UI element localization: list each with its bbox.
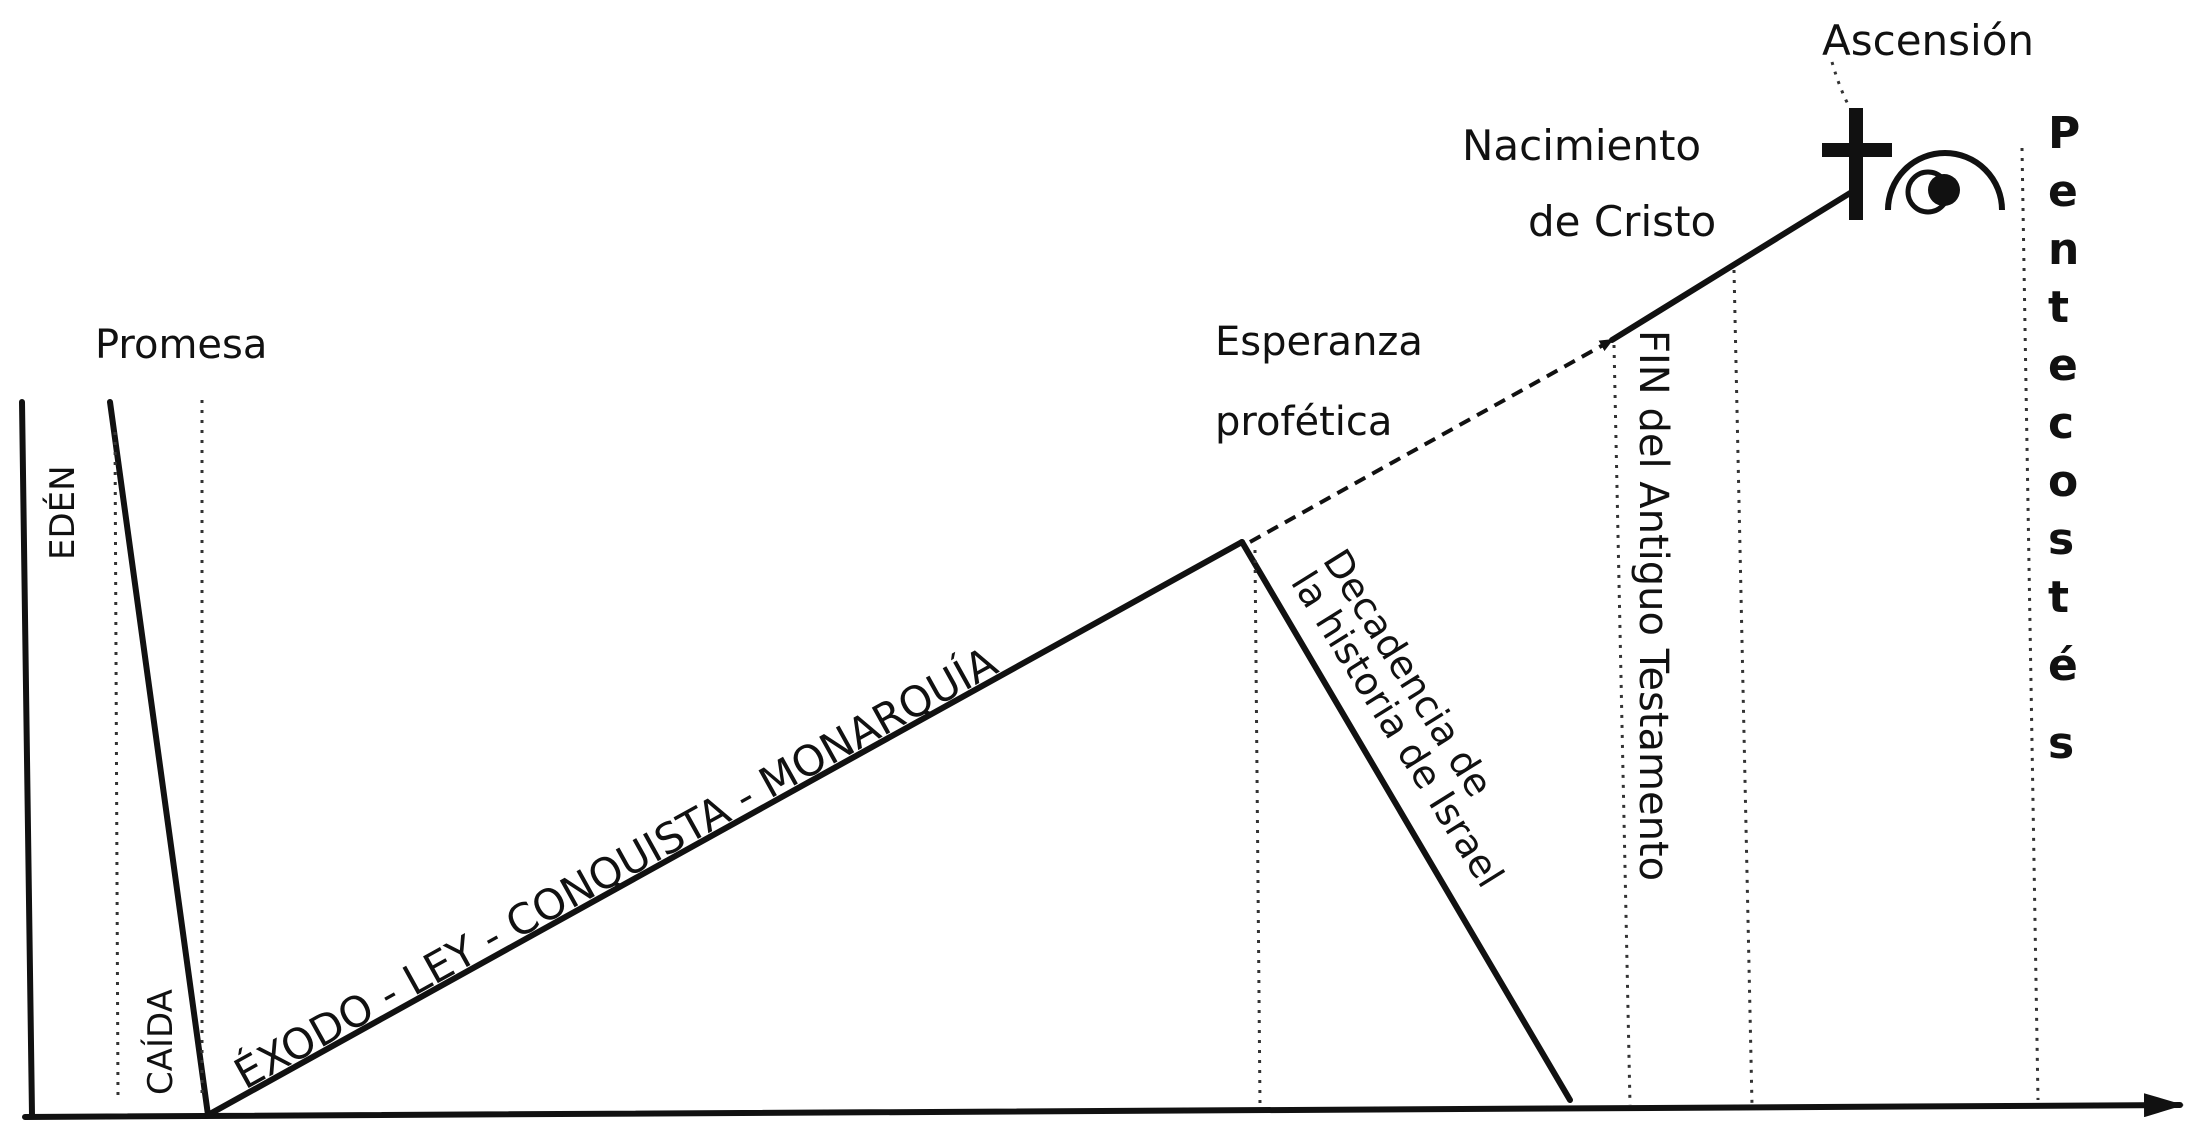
pentecostes-dotted-line xyxy=(2020,147,2040,1101)
pentecostes-label: P e n t e c o s t é s xyxy=(2048,108,2080,769)
eden-dotted-line xyxy=(113,431,120,1101)
pentecostes-letter: s xyxy=(2048,514,2074,565)
decline-start-dotted-line xyxy=(1253,549,1262,1106)
pentecostes-letter: e xyxy=(2048,166,2078,217)
pentecostes-letter: P xyxy=(2048,108,2080,159)
time-axis xyxy=(22,1093,2184,1120)
pentecostes-letter: o xyxy=(2048,456,2078,507)
decline-line xyxy=(1239,539,1573,1103)
esperanza-label-line1: Esperanza xyxy=(1215,319,1423,365)
pentecostes-letter: é xyxy=(2048,640,2078,691)
pentecostes-letter: s xyxy=(2048,718,2074,769)
ascension-dotted-connector xyxy=(1830,61,1852,109)
fall-line xyxy=(107,399,211,1118)
esperanza-label-line2: profética xyxy=(1215,399,1392,445)
caida-label: CAÍDA xyxy=(140,989,181,1095)
pentecostes-letter: t xyxy=(2048,572,2069,623)
pentecostes-letter: c xyxy=(2048,398,2074,449)
ascension-label: Ascensión xyxy=(1822,16,2034,65)
eden-label: EDÉN xyxy=(42,465,83,560)
prophetic-hope-arrow xyxy=(1249,338,1614,544)
fin-dotted-line-left xyxy=(1612,344,1632,1106)
rising-history-line xyxy=(205,539,1245,1118)
pentecostes-letter: e xyxy=(2048,340,2078,391)
cross-icon xyxy=(1822,108,1892,220)
eden-vertical-line xyxy=(19,399,35,1118)
resurrection-circle-icon xyxy=(1885,150,2005,215)
promesa-label: Promesa xyxy=(95,322,267,368)
fin-label: FIN del Antiguo Testamento xyxy=(1630,330,1676,881)
pentecostes-letter: n xyxy=(2048,224,2079,275)
fin-dotted-line-right xyxy=(1732,269,1754,1106)
nacimiento-label-line2: de Cristo xyxy=(1528,197,1716,246)
christ-line xyxy=(1609,187,1858,343)
exodo-label: ÉXODO - LEY - CONQUISTA - MONARQUÍA xyxy=(226,636,1006,1099)
nacimiento-label-line1: Nacimiento xyxy=(1462,121,1701,170)
pentecostes-letter: t xyxy=(2048,282,2069,333)
